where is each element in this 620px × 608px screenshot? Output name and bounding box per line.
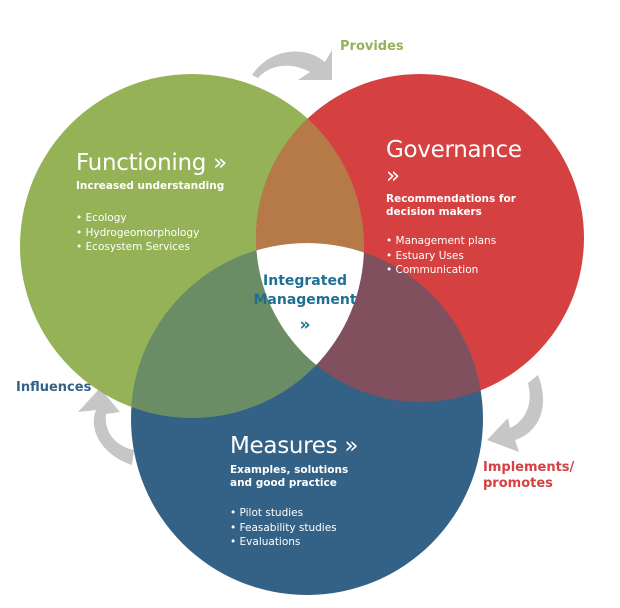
list-item: Hydrogeomorphology xyxy=(76,226,227,241)
functioning-title: Functioning » xyxy=(76,150,227,176)
governance-subtitle: Recommendations for decision makers xyxy=(386,193,516,218)
measures-section: Measures » Examples, solutions and good … xyxy=(230,433,370,550)
list-item: Pilot studies xyxy=(230,506,370,521)
list-item: Ecosystem Services xyxy=(76,240,227,255)
governance-section: Governance » Recommendations for decisio… xyxy=(386,137,536,278)
list-item: Ecology xyxy=(76,211,227,226)
implements-label: Implements/ promotes xyxy=(483,460,575,491)
list-item: Estuary Uses xyxy=(386,249,536,264)
measures-title: Measures » xyxy=(230,433,359,459)
provides-label: Provides xyxy=(340,39,404,54)
overlap-functioning-measures xyxy=(131,243,364,418)
list-item: Feasability studies xyxy=(230,521,370,536)
functioning-subtitle: Increased understanding xyxy=(76,180,225,192)
center-line-2: Management xyxy=(253,292,357,308)
integrated-management-label: Integrated Management » xyxy=(240,272,370,335)
list-item: Evaluations xyxy=(230,535,370,550)
overlap-governance-measures xyxy=(256,243,483,402)
influences-label: Influences xyxy=(16,380,92,395)
center-line-1: Integrated xyxy=(263,273,347,289)
provides-arrow-icon xyxy=(252,50,332,80)
implements-arrow-icon xyxy=(487,375,544,452)
governance-title: Governance » xyxy=(386,137,522,189)
list-item: Management plans xyxy=(386,234,536,249)
functioning-section: Functioning » Increased understanding Ec… xyxy=(76,150,227,255)
influences-arrow-icon xyxy=(78,388,134,465)
measures-subtitle: Examples, solutions and good practice xyxy=(230,464,349,489)
chevron-right-icon: » xyxy=(299,315,311,335)
list-item: Communication xyxy=(386,263,536,278)
